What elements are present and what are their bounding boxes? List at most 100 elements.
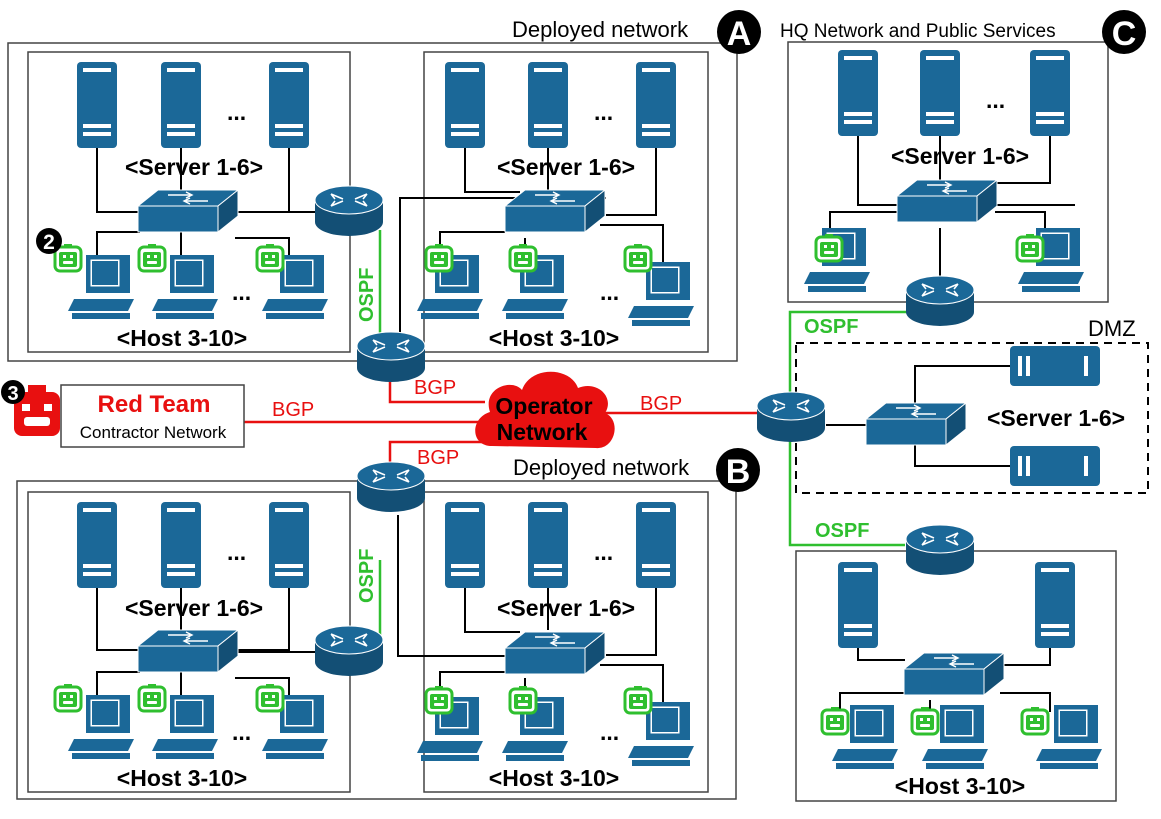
agent-icon <box>424 684 454 715</box>
red-team-network <box>60 384 245 448</box>
ospf-label: OSPF <box>815 520 869 542</box>
switch-icon <box>896 179 998 223</box>
switch-icon <box>865 402 967 446</box>
host-marker: 2 <box>43 231 55 254</box>
agent-icon <box>814 232 844 263</box>
agent-icon <box>424 242 454 273</box>
ospf-label: OSPF <box>804 316 858 338</box>
section-c-title: HQ Network and Public Services <box>780 21 1056 42</box>
switch-icon <box>504 189 606 233</box>
agent-icon <box>53 682 83 713</box>
server-icon <box>1010 346 1100 386</box>
agent-icon <box>508 684 538 715</box>
host-ellipsis: ... <box>232 719 251 745</box>
router-icon <box>905 275 975 327</box>
server-ellipsis: ... <box>594 99 613 125</box>
server-ellipsis: ... <box>594 539 613 565</box>
agent-icon <box>820 705 850 736</box>
server-icon <box>269 502 309 588</box>
agent-icon <box>137 682 167 713</box>
server-ellipsis: ... <box>986 87 1005 113</box>
ospf-links <box>378 230 910 635</box>
server-icon <box>636 502 676 588</box>
server-icon <box>838 50 878 136</box>
section-a-badge-icon <box>717 10 761 54</box>
host-ellipsis: ... <box>232 279 251 305</box>
server-icon <box>838 562 878 648</box>
section-b-badge-icon <box>716 448 760 492</box>
agent-icon <box>1015 232 1045 263</box>
switch-icon <box>504 631 606 675</box>
red-team-marker: 3 <box>7 383 18 405</box>
dmz-title: DMZ <box>1088 316 1136 341</box>
server-range-label: <Server 1-6> <box>891 143 1029 169</box>
host-range-label: <Host 3-10> <box>489 325 619 351</box>
host-range-label: <Host 3-10> <box>489 765 619 791</box>
switch-icon <box>137 189 239 233</box>
ospf-label: OSPF <box>356 549 378 603</box>
host-range-label: <Host 3-10> <box>895 773 1025 799</box>
server-icon <box>269 62 309 148</box>
server-icon <box>1010 446 1100 486</box>
server-range-label: <Server 1-6> <box>125 154 263 180</box>
server-icon <box>161 502 201 588</box>
router-icon <box>356 331 426 383</box>
section-a-badge: A <box>727 15 752 53</box>
section-b-badge: B <box>726 453 751 491</box>
switch-icon <box>903 652 1005 696</box>
server-range-label: <Server 1-6> <box>497 154 635 180</box>
operator-label-line1: Operator <box>495 393 592 419</box>
server-icon <box>445 502 485 588</box>
server-icon <box>528 62 568 148</box>
section-b-title: Deployed network <box>513 455 690 480</box>
agent-icon <box>508 242 538 273</box>
server-range-label: <Server 1-6> <box>987 405 1125 431</box>
bgp-label: BGP <box>417 447 459 469</box>
agent-icon <box>623 684 653 715</box>
server-icon <box>161 62 201 148</box>
host-ellipsis: ... <box>600 279 619 305</box>
agent-icon <box>255 682 285 713</box>
server-ellipsis: ... <box>227 99 246 125</box>
router-icon <box>756 391 826 443</box>
host-marker-badge-icon <box>36 228 62 254</box>
section-a-title: Deployed network <box>512 17 689 42</box>
red-team-icon <box>14 385 60 436</box>
bgp-label: BGP <box>640 393 682 415</box>
a-subnet-right-boundary <box>423 51 709 353</box>
server-range-label: <Server 1-6> <box>497 595 635 621</box>
red-team-marker-icon <box>1 380 25 404</box>
operator-label-line2: Network <box>497 419 588 445</box>
server-icon <box>77 502 117 588</box>
section-c-badge: C <box>1112 15 1137 53</box>
agent-icon <box>137 242 167 273</box>
operator-network-cloud: Operator Network <box>475 371 615 449</box>
agent-icon <box>623 242 653 273</box>
server-icon <box>1030 50 1070 136</box>
agent-icon <box>1020 705 1050 736</box>
router-icon <box>314 625 384 677</box>
agent-icon <box>910 705 940 736</box>
red-team-subtitle: Contractor Network <box>80 423 227 442</box>
server-ellipsis: ... <box>227 539 246 565</box>
section-c-badge-icon <box>1102 10 1146 54</box>
server-icon <box>445 62 485 148</box>
b-subnet-right-boundary <box>423 491 709 793</box>
router-icon <box>356 461 426 513</box>
agent-icon <box>255 242 285 273</box>
server-icon <box>528 502 568 588</box>
server-icon <box>920 50 960 136</box>
router-icon <box>314 185 384 237</box>
host-range-label: <Host 3-10> <box>117 325 247 351</box>
router-icon <box>905 524 975 576</box>
server-icon <box>77 62 117 148</box>
switch-icon <box>137 629 239 673</box>
bgp-label: BGP <box>272 399 314 421</box>
red-team-title: Red Team <box>98 391 211 418</box>
bgp-label: BGP <box>414 377 456 399</box>
server-icon <box>636 62 676 148</box>
host-ellipsis: ... <box>600 719 619 745</box>
server-icon <box>1035 562 1075 648</box>
server-range-label: <Server 1-6> <box>125 595 263 621</box>
